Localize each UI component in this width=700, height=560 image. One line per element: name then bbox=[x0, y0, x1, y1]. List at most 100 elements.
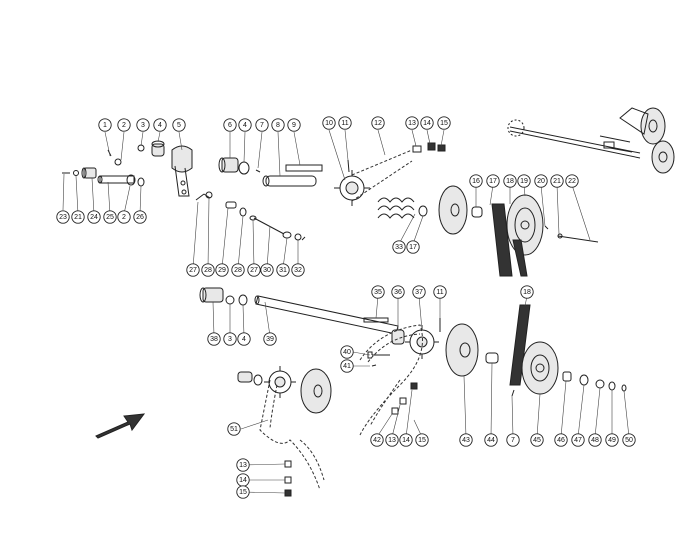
callout-number: 13 bbox=[408, 120, 416, 127]
callout-number: 13 bbox=[388, 437, 396, 444]
callout-c4c: 4 bbox=[237, 332, 251, 346]
callout-number: 51 bbox=[230, 426, 238, 433]
callout-c18a: 18 bbox=[503, 174, 517, 188]
callout-c14b: 14 bbox=[399, 433, 413, 447]
callout-number: 33 bbox=[395, 244, 403, 251]
callout-circle bbox=[247, 263, 261, 277]
callout-number: 31 bbox=[279, 267, 287, 274]
callout-number: 37 bbox=[415, 289, 423, 296]
callout-number: 39 bbox=[266, 336, 274, 343]
callout-c13a: 13 bbox=[405, 116, 419, 130]
secondary-sprocket-pulley bbox=[237, 366, 332, 497]
callout-c25: 25 bbox=[103, 210, 117, 224]
callout-circle bbox=[459, 433, 473, 447]
callout-number: 8 bbox=[276, 122, 280, 129]
callout-number: 17 bbox=[409, 244, 417, 251]
callout-circle bbox=[415, 433, 429, 447]
callout-circle bbox=[117, 118, 131, 132]
callout-c42: 42 bbox=[370, 433, 384, 447]
callout-c7a: 7 bbox=[255, 118, 269, 132]
callout-circle bbox=[530, 433, 544, 447]
callout-c27a: 27 bbox=[186, 263, 200, 277]
callout-number: 12 bbox=[374, 120, 382, 127]
callout-number: 21 bbox=[74, 214, 82, 221]
callout-number: 15 bbox=[440, 120, 448, 127]
callout-number: 47 bbox=[574, 437, 582, 444]
callout-circle bbox=[133, 210, 147, 224]
callout-circle bbox=[172, 118, 186, 132]
callout-c30: 30 bbox=[260, 263, 274, 277]
callout-circle bbox=[588, 433, 602, 447]
callout-number: 4 bbox=[242, 336, 246, 343]
callout-c28b: 28 bbox=[231, 263, 245, 277]
callout-c23: 23 bbox=[56, 210, 70, 224]
callout-c14c: 14 bbox=[236, 473, 250, 487]
callout-c15a: 15 bbox=[437, 116, 451, 130]
callout-number: 2 bbox=[122, 214, 126, 221]
chain-loops bbox=[259, 324, 423, 491]
callout-circle bbox=[340, 345, 354, 359]
callout-number: 24 bbox=[90, 214, 98, 221]
callout-c3b: 3 bbox=[223, 332, 237, 346]
callout-number: 6 bbox=[228, 122, 232, 129]
belt-pulley-assembly bbox=[491, 194, 599, 277]
callout-circle bbox=[433, 285, 447, 299]
callout-c17b: 17 bbox=[406, 240, 420, 254]
callout-c35: 35 bbox=[371, 285, 385, 299]
callout-circle bbox=[484, 433, 498, 447]
callout-circle bbox=[399, 433, 413, 447]
callout-number: 43 bbox=[462, 437, 470, 444]
callout-circle bbox=[201, 263, 215, 277]
callout-circle bbox=[392, 240, 406, 254]
callout-number: 2 bbox=[122, 122, 126, 129]
callout-circle bbox=[338, 116, 352, 130]
callout-circle bbox=[238, 118, 252, 132]
main-shaft-assembly bbox=[199, 287, 479, 377]
callout-number: 10 bbox=[325, 120, 333, 127]
callout-circle bbox=[406, 240, 420, 254]
callout-c51: 51 bbox=[227, 422, 241, 436]
leader-lines bbox=[62, 129, 630, 494]
callout-circle bbox=[506, 433, 520, 447]
callout-number: 41 bbox=[343, 363, 351, 370]
callout-circle bbox=[370, 433, 384, 447]
callout-c49: 49 bbox=[605, 433, 619, 447]
callout-c1: 1 bbox=[98, 118, 112, 132]
callout-circle bbox=[186, 263, 200, 277]
callout-circle bbox=[215, 263, 229, 277]
callout-number: 29 bbox=[218, 267, 226, 274]
callout-number: 28 bbox=[234, 267, 242, 274]
callout-number: 3 bbox=[228, 336, 232, 343]
callout-c2a: 2 bbox=[117, 118, 131, 132]
callout-number: 18 bbox=[523, 289, 531, 296]
callout-c17a: 17 bbox=[486, 174, 500, 188]
callout-circle bbox=[103, 210, 117, 224]
callout-circle bbox=[287, 118, 301, 132]
callout-c13c: 13 bbox=[236, 458, 250, 472]
callout-number: 32 bbox=[294, 267, 302, 274]
callout-circle bbox=[263, 332, 277, 346]
callout-number: 28 bbox=[204, 267, 212, 274]
callout-c22: 22 bbox=[565, 174, 579, 188]
callout-number: 4 bbox=[158, 122, 162, 129]
callout-number: 14 bbox=[423, 120, 431, 127]
callout-c24: 24 bbox=[87, 210, 101, 224]
callout-number: 7 bbox=[511, 437, 515, 444]
callout-number: 50 bbox=[625, 437, 633, 444]
callout-c15b: 15 bbox=[415, 433, 429, 447]
callout-number: 1 bbox=[103, 122, 107, 129]
callout-circle bbox=[117, 210, 131, 224]
callout-number: 11 bbox=[341, 120, 348, 127]
callout-number: 22 bbox=[568, 178, 576, 185]
bracket-assembly bbox=[62, 140, 306, 241]
callout-c28a: 28 bbox=[201, 263, 215, 277]
callout-c12: 12 bbox=[371, 116, 385, 130]
callout-number: 19 bbox=[520, 178, 528, 185]
callout-number: 3 bbox=[141, 122, 145, 129]
callout-number: 26 bbox=[136, 214, 144, 221]
callout-number: 45 bbox=[533, 437, 541, 444]
callout-c29: 29 bbox=[215, 263, 229, 277]
callout-c27b: 27 bbox=[247, 263, 261, 277]
